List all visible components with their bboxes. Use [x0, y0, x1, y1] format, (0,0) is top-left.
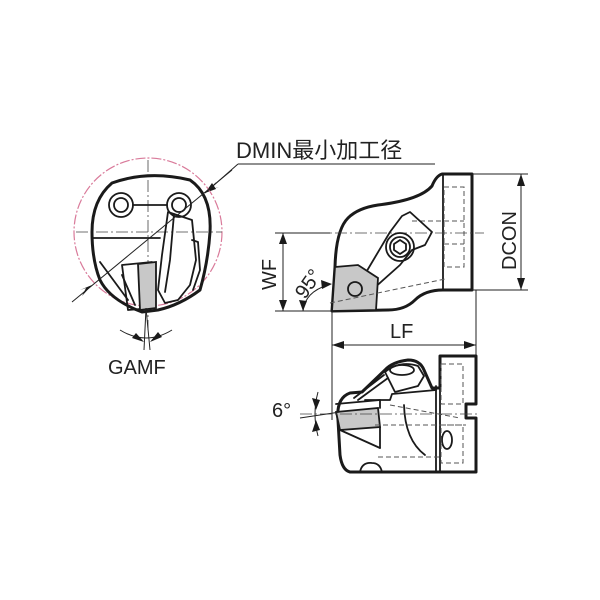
top-view: WF 95° DCON LF [259, 172, 528, 420]
insert-side [334, 407, 381, 431]
end-view: GAMF [71, 157, 233, 379]
wf-label: WF [259, 259, 281, 290]
insert-end [137, 260, 157, 312]
dmin-callout: DMIN最小加工径 [204, 138, 435, 194]
lead-angle-label: 95° [291, 265, 326, 302]
dcon-label: DCON [499, 211, 521, 270]
incl-angle-label: 6° [272, 400, 291, 422]
gamf-label: GAMF [108, 357, 166, 379]
insert-top [331, 264, 379, 312]
lf-label: LF [390, 321, 413, 343]
dmin-label: DMIN最小加工径 [236, 138, 402, 163]
side-view: 6° [272, 354, 480, 474]
